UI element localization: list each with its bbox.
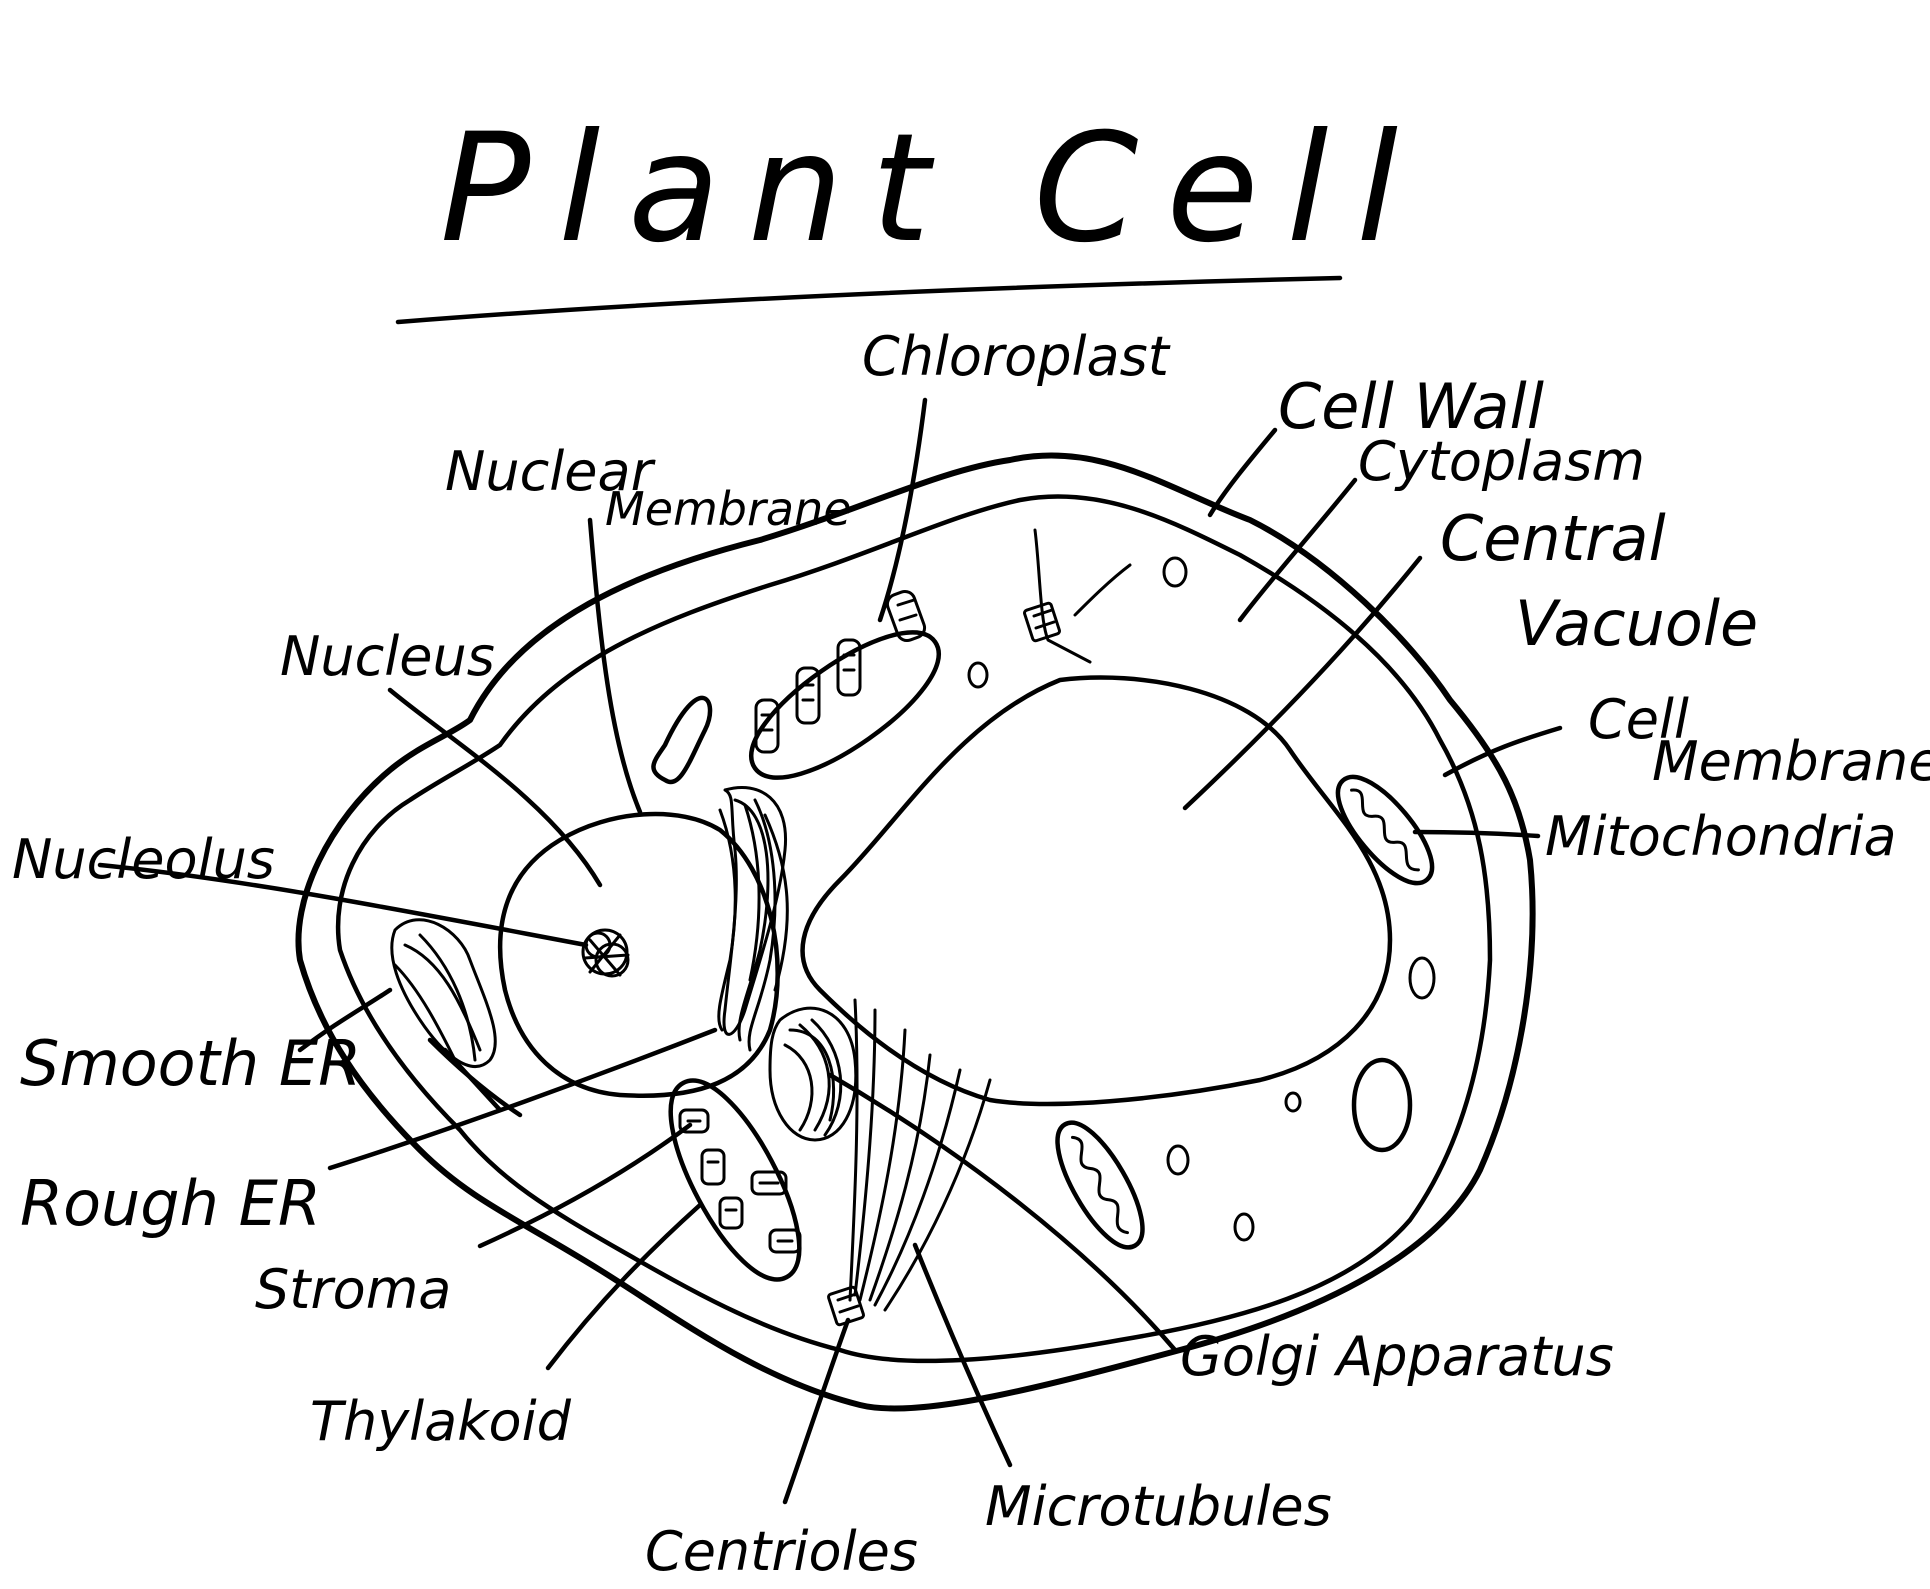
leader-lines (97, 397, 1563, 1505)
label-rough-er: Rough ER (20, 1167, 321, 1240)
cell-membrane-outline (335, 494, 1493, 1364)
chloroplast-lower (668, 1078, 802, 1282)
label-nuclear-membrane-1: Nuclear (445, 440, 656, 503)
label-nucleus: Nucleus (280, 625, 495, 688)
label-central-vacuole-2: Vacuole (1515, 587, 1758, 660)
label-nucleolus: Nucleolus (12, 828, 275, 891)
label-cell-membrane-2: Membrane (1652, 730, 1930, 793)
label-cell-wall: Cell Wall (1278, 370, 1544, 443)
label-mitochondria: Mitochondria (1545, 805, 1897, 868)
label-centrioles: Centrioles (645, 1520, 918, 1583)
diagram-title: Plant Cell (440, 102, 1426, 276)
label-microtubules: Microtubules (985, 1475, 1332, 1538)
title-underline (395, 275, 1343, 325)
central-vacuole (800, 675, 1393, 1107)
nucleolus (581, 928, 630, 978)
smooth-er-scribble (390, 918, 523, 1118)
rough-er-scribble (717, 786, 789, 1052)
label-golgi-apparatus: Golgi Apparatus (1180, 1325, 1614, 1388)
nucleus (497, 811, 780, 1098)
label-chloroplast: Chloroplast (862, 325, 1171, 388)
label-nuclear-membrane-2: Membrane (605, 482, 852, 536)
vesicles (967, 556, 1436, 1242)
centriole-lower (827, 1285, 865, 1327)
label-thylakoid: Thylakoid (310, 1390, 572, 1453)
cell-wall-outline (295, 452, 1536, 1412)
mitochondrion-bottom (1055, 1120, 1145, 1250)
golgi-apparatus (768, 1006, 858, 1142)
label-smooth-er: Smooth ER (20, 1027, 361, 1100)
microtubules (848, 528, 1132, 1312)
label-cytoplasm: Cytoplasm (1358, 430, 1645, 493)
label-central-vacuole-1: Central (1440, 502, 1666, 575)
label-cell-membrane-1: Cell (1588, 688, 1689, 751)
vesicle-upper-left (651, 695, 713, 785)
mitochondrion-right (1335, 774, 1435, 886)
chloroplast-upper (749, 589, 941, 780)
label-stroma: Stroma (255, 1258, 451, 1321)
